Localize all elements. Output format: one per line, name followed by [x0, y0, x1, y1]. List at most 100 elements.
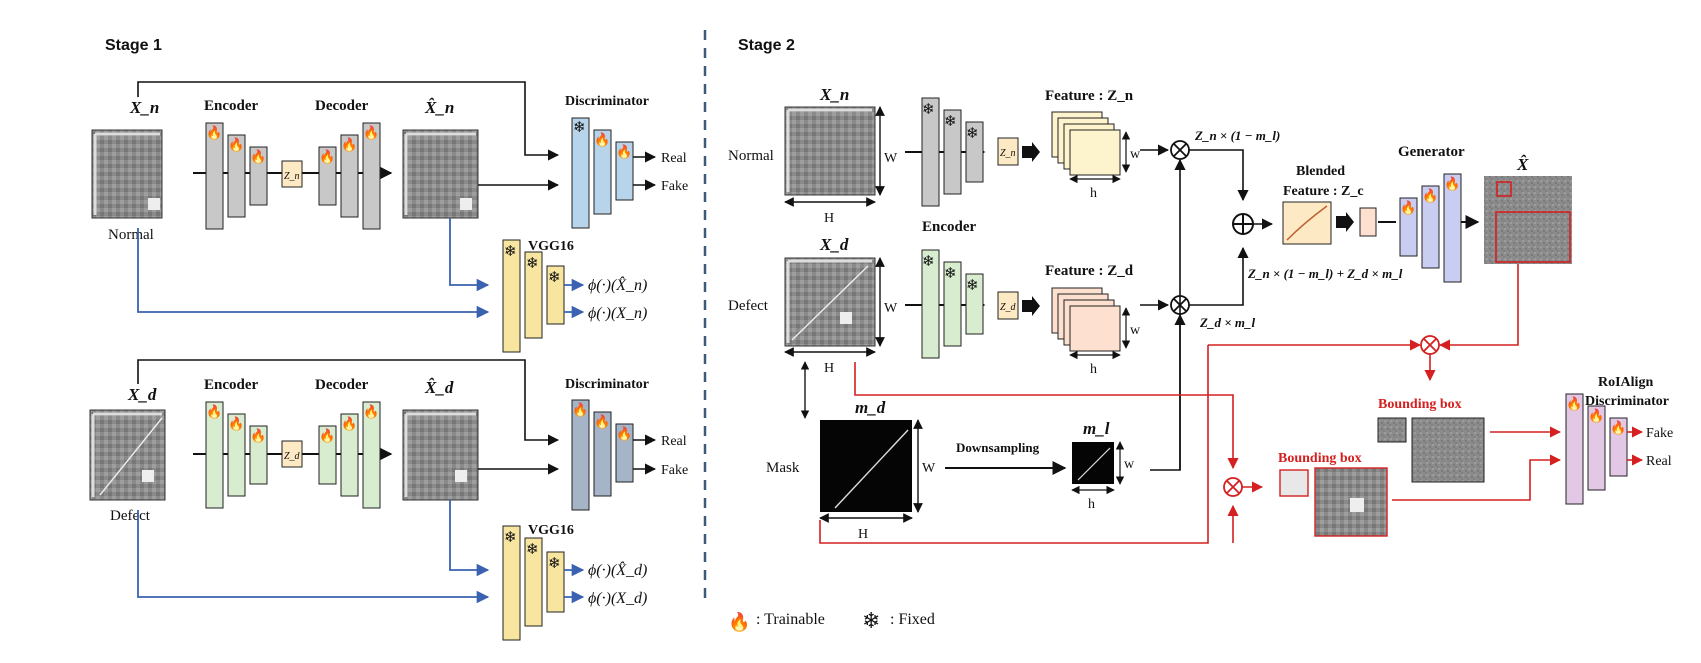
stage1-defect-discriminator: [571, 399, 634, 511]
stage2-mask-small-label: m_l: [1083, 419, 1110, 438]
stage2-defect-label: Defect: [728, 298, 769, 314]
snowflake-icon: ❄: [862, 608, 880, 633]
flame-icon: 🔥: [319, 428, 335, 443]
stage1-normal-vgg-label: VGG16: [528, 239, 574, 254]
stage1-normal-phi-recon: ϕ(·)(X̂_n): [588, 275, 647, 294]
flame-icon: 🔥: [1610, 420, 1626, 435]
stage2-roialign-discriminator: [1565, 393, 1628, 505]
stage1-normal-decoder: [318, 122, 381, 230]
stage2-defect-encoder: [921, 249, 984, 359]
stage2-eq-normal: Z_n × (1 − m_l): [1194, 128, 1280, 143]
stage2-feature-normal-h: h: [1090, 186, 1097, 201]
stage2-bbox-bottom: [1279, 467, 1388, 537]
stage2-real: Real: [1646, 454, 1672, 469]
flame-icon: 🔥: [228, 137, 244, 152]
snowflake-icon: ❄: [548, 270, 561, 286]
red-multiply-icon-bottom: [1223, 477, 1243, 497]
stage2-generator-label: Generator: [1398, 144, 1465, 160]
flame-icon: 🔥: [228, 416, 244, 431]
stage1-normal-recon-label: X̂_n: [424, 98, 454, 117]
stage2-mask-label: Mask: [766, 460, 800, 476]
stage1-defect-phi-input: ϕ(·)(X_d): [588, 590, 647, 607]
stage2-normal-h: H: [824, 211, 834, 226]
flame-icon: 🔥: [206, 404, 222, 419]
stage2-mask-image-label: m_d: [855, 398, 886, 417]
flame-icon: 🔥: [250, 149, 266, 164]
stage2-feature-defect-w: w: [1130, 323, 1141, 338]
snowflake-icon: ❄: [944, 114, 957, 130]
stage1-defect-fake: Fake: [661, 463, 688, 478]
stage2-normal-label: Normal: [728, 148, 774, 164]
stage2-mask-w: W: [922, 461, 936, 476]
flame-icon: 🔥: [594, 414, 610, 429]
stage1-normal-disc-label: Discriminator: [565, 94, 649, 109]
stage2-feature-defect: [1051, 287, 1121, 352]
snowflake-icon: ❄: [922, 254, 935, 270]
stage2-mask-h: H: [858, 527, 868, 542]
stage1-normal-input-label: X_n: [129, 98, 159, 117]
stage1-defect-recon-image: [402, 409, 479, 501]
stage1-normal-caption: Normal: [108, 227, 154, 243]
stage2-fake: Fake: [1646, 426, 1673, 441]
stage2-blended-feature: [1282, 201, 1332, 245]
stage2-normal-latent-box: [997, 137, 1019, 166]
stage2-generator: [1399, 173, 1462, 283]
snowflake-icon: ❄: [966, 278, 979, 294]
stage2-defect-w: W: [884, 301, 898, 316]
legend-fixed: : Fixed: [890, 611, 935, 628]
stage1-normal-latent: Z_n: [284, 171, 300, 182]
stage1-normal-real: Real: [661, 151, 687, 166]
flame-icon: 🔥: [594, 132, 610, 147]
stage1-fixed-markers: ❄ ❄ ❄ ❄ ❄ ❄ ❄: [504, 120, 586, 572]
stage2-defect-image: [784, 257, 876, 347]
stage2-normal-w: W: [884, 151, 898, 166]
flame-icon: 🔥: [728, 611, 750, 632]
stage2-mask-small: [1072, 442, 1114, 484]
stage2-feature-defect-h: h: [1090, 362, 1097, 377]
stage1-normal-phi-input: ϕ(·)(X_n): [588, 305, 647, 322]
flame-icon: 🔥: [363, 404, 379, 419]
stage1-normal-latent-box: [281, 160, 303, 188]
snowflake-icon: ❄: [526, 256, 539, 272]
stage1-normal-encoder-label: Encoder: [204, 98, 259, 114]
flame-icon: 🔥: [1444, 176, 1460, 191]
stage1-defect-vgg-label: VGG16: [528, 523, 574, 538]
stage2-output-image: [1484, 176, 1572, 264]
stage2-eq-defect: Z_d × m_l: [1199, 315, 1255, 330]
stage1-title: Stage 1: [105, 37, 162, 54]
flame-icon: 🔥: [341, 416, 357, 431]
stage2-fixed-markers: ❄ ❄ ❄ ❄ ❄ ❄: [922, 102, 979, 294]
stage1-defect-input-image: [89, 409, 166, 501]
stage1-defect-real: Real: [661, 434, 687, 449]
stage2-blended-line2: Feature : Z_c: [1283, 184, 1364, 199]
flame-icon: 🔥: [363, 125, 379, 140]
stage2-downsampling-label: Downsampling: [956, 440, 1040, 455]
snowflake-icon: ❄: [526, 542, 539, 558]
stage1-normal-input-image: [91, 129, 163, 219]
stage1-defect-row: X_d Defect Encoder Decoder Z_d X̂_d: [89, 359, 688, 641]
snowflake-icon: ❄: [504, 530, 517, 546]
stage2-bbox-top-label: Bounding box: [1378, 397, 1462, 412]
stage2-title: Stage 2: [738, 37, 795, 54]
stage1-normal-vgg: [502, 239, 565, 353]
stage2-mask-small-w: w: [1124, 457, 1135, 472]
flame-icon: 🔥: [341, 137, 357, 152]
stage2-normal-image-label: X_n: [819, 85, 849, 104]
flame-icon: 🔥: [616, 144, 632, 159]
stage1-normal-discriminator: [571, 117, 634, 229]
flame-icon: 🔥: [319, 149, 335, 164]
add-icon: [1232, 213, 1254, 235]
stage1-defect-recon-label: X̂_d: [424, 378, 454, 397]
stage1-defect-disc-label: Discriminator: [565, 377, 649, 392]
stage1-defect-latent: Z_d: [284, 451, 301, 462]
stage2-feature-defect-label: Feature : Z_d: [1045, 263, 1134, 279]
stage2-defect-latent: Z_d: [1000, 302, 1017, 313]
stage2-feature-normal-w: w: [1130, 147, 1141, 162]
stage2-normal-image: [784, 106, 876, 196]
stage1-normal-fake: Fake: [661, 179, 688, 194]
stage2-roialign-line2: Discriminator: [1585, 394, 1669, 409]
stage1-normal-encoder: [205, 122, 268, 230]
snowflake-icon: ❄: [573, 120, 586, 136]
stage2-blended-line1: Blended: [1296, 164, 1345, 179]
